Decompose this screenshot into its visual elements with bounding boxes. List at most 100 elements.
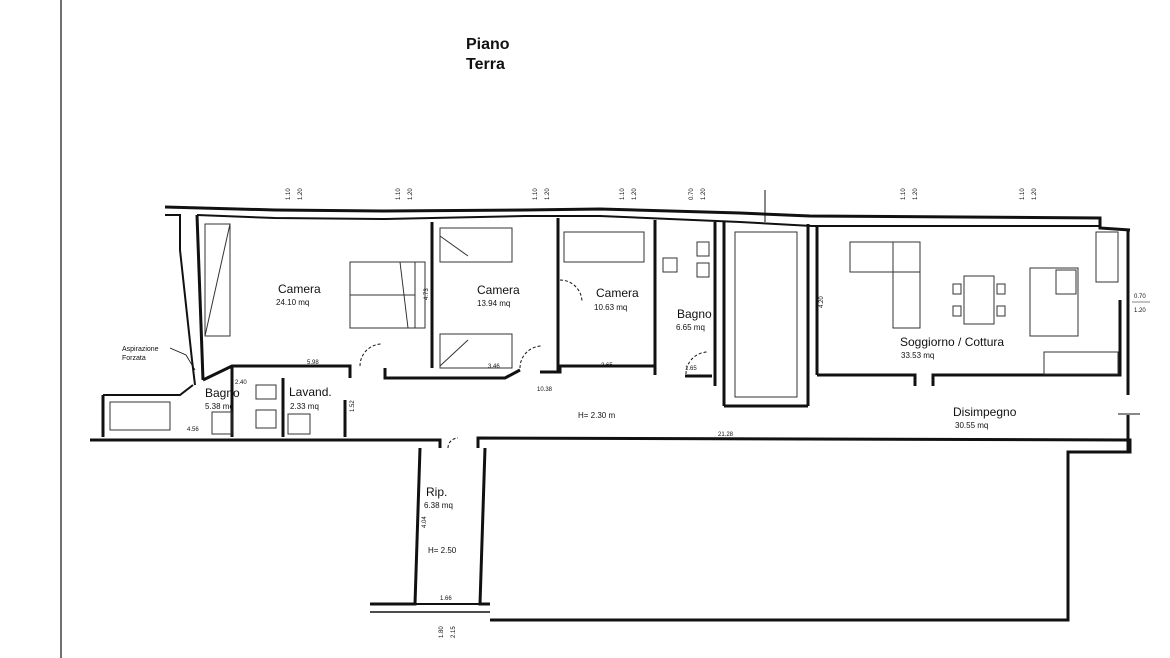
- bed-2b-line: [439, 339, 469, 367]
- dim-w5: 0.70: [689, 188, 695, 200]
- door-b2: [519, 345, 543, 369]
- room-camera-2-area: 13.94 mq: [477, 299, 510, 308]
- b2-bottom: [383, 368, 521, 380]
- room-soggiorno-area: 33.53 mq: [901, 351, 934, 360]
- height-storage: H= 2.50: [428, 546, 457, 555]
- sofa-side: [892, 241, 921, 329]
- room-bagno-2-area: 5.38 mq: [205, 402, 234, 411]
- bed-2a: [439, 227, 513, 263]
- room-labels: Camera 24.10 mq Camera 13.94 mq Camera 1…: [122, 282, 1017, 555]
- dim-d13: 1.52: [350, 400, 356, 412]
- wc-2: [211, 411, 233, 435]
- wardrobe-1: [204, 223, 231, 337]
- note-leader: [169, 347, 196, 371]
- dim-d3: 2.65: [601, 363, 613, 369]
- room-rip-area: 6.38 mq: [424, 501, 453, 510]
- dim-d10: 4.73: [424, 288, 430, 300]
- wc-1: [696, 241, 710, 257]
- bidet-1: [696, 262, 710, 278]
- left-outer-wall: [165, 214, 196, 386]
- dim-w2b: 1.20: [408, 188, 414, 200]
- dim-w3b: 1.20: [545, 188, 551, 200]
- dim-d11: 4.20: [819, 296, 825, 308]
- room-lavand-area: 2.33 mq: [290, 402, 319, 411]
- note-line2: Forzata: [122, 355, 146, 362]
- corridor-bottom-left: [90, 438, 442, 448]
- b3-bottom: [540, 364, 655, 374]
- bed-2a-line: [439, 235, 469, 257]
- cooktop: [1055, 269, 1077, 295]
- walls: [90, 205, 1132, 622]
- dim-d4: 1.65: [685, 366, 697, 372]
- dim-w4: 1.10: [620, 188, 626, 200]
- floor-title-line2: Terra: [466, 56, 505, 73]
- note-line1: Aspirazione: [122, 346, 159, 353]
- dim-d8: 1.66: [440, 596, 452, 602]
- bed-2b: [439, 333, 513, 369]
- dim-w3: 1.10: [533, 188, 539, 200]
- dim-w9b: 2.15: [451, 626, 457, 638]
- room-disimpegno-area: 30.55 mq: [955, 421, 988, 430]
- desk-3: [563, 231, 645, 263]
- dim-w1: 1.10: [286, 188, 292, 200]
- room-camera-2-name: Camera: [477, 283, 520, 297]
- top-outer-wall: [164, 205, 1131, 232]
- room-lavand-name: Lavand.: [289, 385, 332, 399]
- room-camera-1-area: 24.10 mq: [276, 298, 309, 307]
- bathtub: [109, 401, 171, 431]
- bath-outer-wall: [103, 384, 194, 396]
- storage-right: [478, 447, 490, 606]
- window-dims: 1.10 1.20 1.10 1.20 1.10 1.20 1.10 1.20 0.70…: [286, 188, 1150, 638]
- room-rip-name: Rip.: [426, 485, 447, 499]
- dim-w7: 1.10: [1020, 188, 1026, 200]
- room-camera-1-name: Camera: [278, 282, 321, 296]
- dim-d1: 5.98: [307, 360, 319, 366]
- dim-w8b: 1.20: [1134, 308, 1146, 314]
- room-camera-3-area: 10.63 mq: [594, 303, 627, 312]
- furniture: [109, 223, 1119, 435]
- dim-d2: 3.46: [488, 364, 500, 370]
- chair-2: [952, 305, 962, 317]
- door-b1: [359, 343, 383, 367]
- doors: [359, 279, 709, 449]
- sink-2: [255, 409, 277, 429]
- dim-d7: 4.56: [187, 427, 199, 433]
- bed-1-head: [405, 261, 426, 329]
- kitchen-island: [1029, 267, 1079, 337]
- top-inner-wall: [196, 214, 1100, 227]
- dim-d9: 4.04: [422, 516, 428, 528]
- dim-w1b: 1.20: [298, 188, 304, 200]
- room-camera-3-name: Camera: [596, 286, 639, 300]
- laundry-sink: [287, 413, 311, 435]
- interior-dims: 5.98 3.46 2.65 1.65 10.38 21.28 4.56 1.6…: [187, 288, 825, 602]
- dim-d5: 10.38: [537, 387, 553, 393]
- room-soggiorno-name: Soggiorno / Cottura: [900, 335, 1004, 349]
- bed-1-sheet: [399, 261, 409, 329]
- bidet-2: [255, 384, 277, 400]
- kitchen-counter: [1095, 231, 1119, 283]
- dim-w6: 1.10: [901, 188, 907, 200]
- bath-top-wall: [202, 364, 352, 382]
- corridor-bottom-right: [476, 436, 1132, 622]
- chair-3: [996, 283, 1006, 295]
- dim-w4b: 1.20: [632, 188, 638, 200]
- bedroom1-left-wall: [195, 214, 205, 381]
- chair-1: [952, 283, 962, 295]
- dim-w7b: 1.20: [1032, 188, 1038, 200]
- storage-left: [370, 447, 422, 606]
- dim-w6b: 1.20: [913, 188, 919, 200]
- living-bottom-left: [817, 373, 917, 386]
- dim-w8: 0.70: [1134, 294, 1146, 300]
- floor-title: Piano Terra: [466, 35, 510, 75]
- dim-d12: 2.40: [235, 380, 247, 386]
- wardrobe-1-diag: [204, 223, 231, 337]
- sofa-back: [849, 241, 921, 273]
- floor-title-line1: Piano: [466, 36, 510, 53]
- chair-4: [996, 305, 1006, 317]
- dim-w5b: 1.20: [701, 188, 707, 200]
- door-storage: [447, 437, 459, 449]
- room-bagno-2-name: Bagno: [205, 386, 240, 400]
- door-b3: [559, 279, 583, 303]
- room-disimpegno-name: Disimpegno: [953, 405, 1017, 419]
